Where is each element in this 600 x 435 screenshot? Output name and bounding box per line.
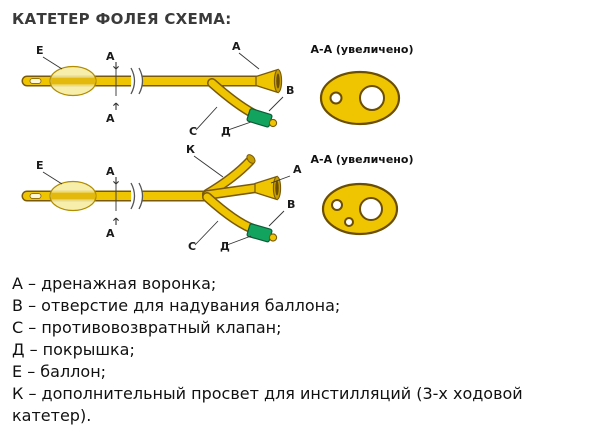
leader-b (268, 96, 284, 112)
page-title: КАТЕТЕР ФОЛЕЯ СХЕМА: (12, 10, 232, 28)
legend-item-k: К – дополнительный просвет для инстилляц… (12, 384, 523, 425)
main-lumen-hole (359, 85, 385, 111)
section-mark-top-label: А (106, 50, 115, 63)
break-marks (130, 182, 144, 210)
label-b: В (287, 198, 295, 211)
section-marks (113, 62, 119, 110)
catheter-2way: А А Е А В С Д (21, 40, 294, 138)
section-mark-top-label: А (106, 165, 115, 178)
inflation-lumen-hole (331, 199, 343, 211)
valve-opening (268, 118, 278, 128)
valve-cover (246, 108, 273, 128)
leader-k (193, 155, 224, 178)
inflation-branch (202, 192, 278, 243)
leader-e (42, 171, 63, 185)
leader-a (238, 52, 260, 70)
diagram-two-way-wrap: А А Е А В С Д А-А (увеличено) (10, 36, 590, 141)
legend-item-e: Е – баллон; (12, 362, 107, 381)
catheter-2way-diagram: А А Е А В С Д А-А (увеличено) (21, 40, 414, 138)
legend-item-b: В – отверстие для надувания баллона; (12, 296, 341, 315)
section-mark-bottom-label: А (106, 227, 115, 240)
leader-e (42, 56, 63, 70)
inflation-lumen-hole (329, 91, 343, 105)
drainage-funnel (202, 175, 282, 201)
catheter-3way-diagram: А А Е К А В С Д А-А (увеличено) (21, 143, 414, 253)
cross-section-2way-title: А-А (увеличено) (310, 43, 413, 56)
label-e: Е (36, 159, 44, 172)
label-a: А (232, 40, 241, 53)
label-k: К (186, 143, 195, 156)
break-marks (130, 67, 144, 95)
label-c: С (188, 240, 196, 253)
label-d: Д (220, 240, 230, 253)
balloon (49, 180, 97, 212)
leader-c (194, 220, 219, 246)
section-marks (113, 177, 119, 225)
legend-item-d: Д – покрышка; (12, 340, 135, 359)
leader-b (268, 210, 285, 227)
valve-cover (246, 223, 273, 243)
inflation-branch (207, 78, 278, 128)
section-mark-bottom-label: А (106, 112, 115, 125)
main-lumen-hole (359, 197, 383, 221)
cross-section-3way-title: А-А (увеличено) (310, 153, 413, 166)
diagram-three-way-wrap: А А Е К А В С Д А-А (увеличено) (10, 141, 590, 259)
label-d: Д (221, 125, 231, 138)
drainage-eye (29, 193, 42, 199)
label-a: А (293, 163, 302, 176)
cross-section-2way: А-А (увеличено) (310, 43, 414, 126)
legend-item-c: С – противовозвратный клапан; (12, 318, 282, 337)
valve-opening (268, 233, 278, 242)
label-c: С (189, 125, 197, 138)
leader-d (227, 121, 252, 131)
cross-section-3way: А-А (увеличено) (310, 153, 414, 236)
drainage-funnel (255, 68, 283, 94)
instillation-opening (246, 154, 256, 164)
legend: А – дренажная воронка; В – отверстие для… (12, 273, 587, 427)
label-e: Е (36, 44, 44, 57)
balloon (49, 65, 97, 97)
legend-item-a: А – дренажная воронка; (12, 274, 217, 293)
leader-a (270, 175, 291, 184)
leader-c (195, 106, 218, 131)
instillation-lumen-hole (344, 217, 354, 227)
catheter-3way: А А Е К А В С Д (21, 143, 302, 253)
leader-d (226, 235, 252, 246)
label-b: В (286, 84, 294, 97)
drainage-eye (29, 78, 42, 84)
